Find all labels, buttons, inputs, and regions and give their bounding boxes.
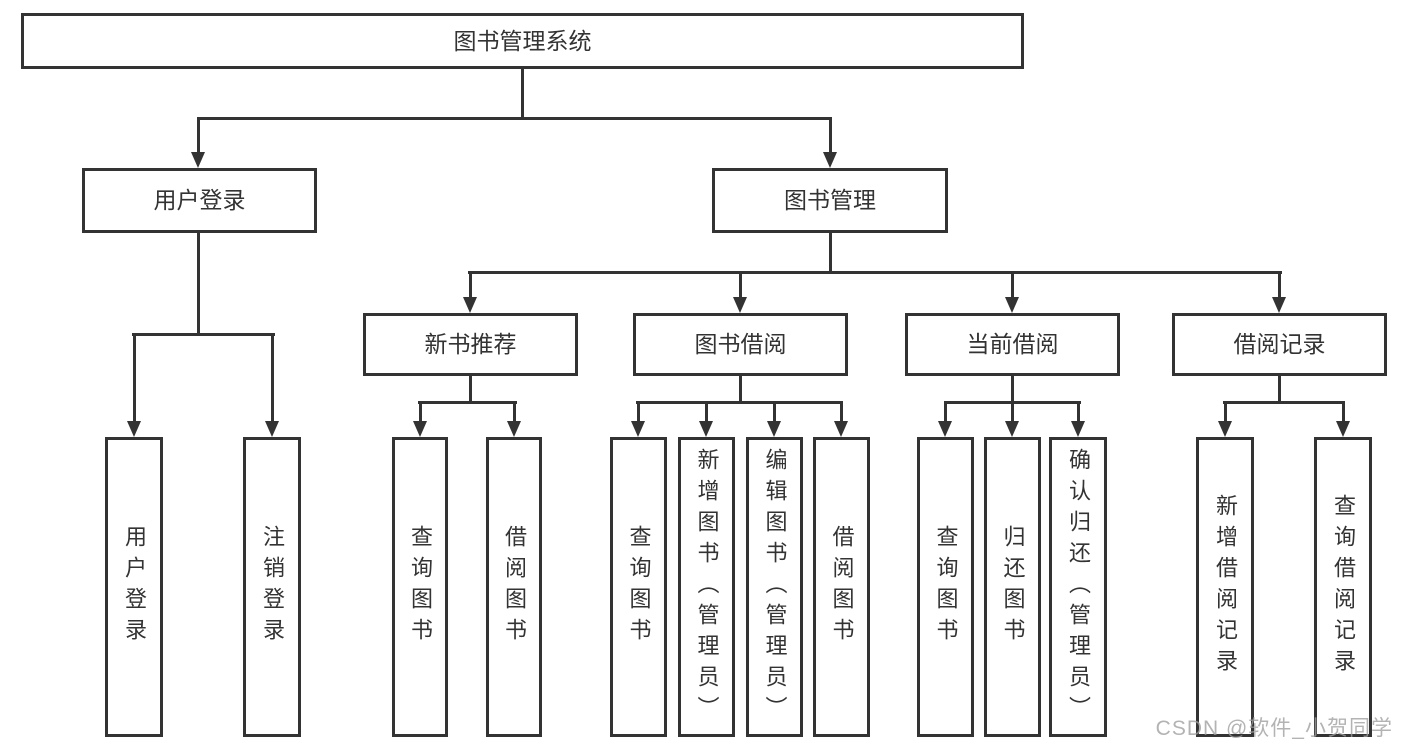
arrow-down-icon (463, 297, 477, 313)
connector-line (1077, 404, 1080, 423)
connector-line (271, 336, 274, 423)
leaf-edit-books-admin: 编辑图书（管理员） (746, 437, 803, 737)
arrow-down-icon (127, 421, 141, 437)
arrow-down-icon (733, 297, 747, 313)
leaf-add-books-admin: 新增图书（管理员） (678, 437, 735, 737)
connector-line (1278, 376, 1281, 404)
leaf-return-books: 归还图书 (984, 437, 1041, 737)
leaf-recommend-query-books: 查询图书 (392, 437, 448, 737)
arrow-down-icon (699, 421, 713, 437)
arrow-down-icon (1272, 297, 1286, 313)
arrow-down-icon (1005, 297, 1019, 313)
arrow-down-icon (1218, 421, 1232, 437)
arrow-down-icon (631, 421, 645, 437)
connector-line (1342, 404, 1345, 423)
connector-line (739, 274, 742, 300)
connector-line (197, 120, 200, 154)
arrow-down-icon (767, 421, 781, 437)
arrow-down-icon (265, 421, 279, 437)
leaf-query-borrow-record: 查询借阅记录 (1314, 437, 1372, 737)
connector-line (829, 120, 832, 154)
connector-line (739, 376, 742, 404)
connector-line (1223, 401, 1345, 404)
leaf-user-login: 用户登录 (105, 437, 163, 737)
leaf-add-borrow-record: 新增借阅记录 (1196, 437, 1254, 737)
csdn-watermark: CSDN @软件_小贺同学 (1155, 717, 1393, 740)
connector-line (132, 333, 275, 336)
leaf-logout: 注销登录 (243, 437, 301, 737)
connector-line (637, 404, 640, 423)
arrow-down-icon (1071, 421, 1085, 437)
connector-line (419, 404, 422, 423)
connector-line (469, 274, 472, 300)
connector-line (197, 233, 200, 336)
connector-line (1011, 376, 1014, 404)
node-book-borrowing: 图书借阅 (633, 313, 848, 376)
connector-line (469, 376, 472, 404)
connector-line (1011, 404, 1014, 423)
node-book-management: 图书管理 (712, 168, 948, 233)
node-current-borrowing: 当前借阅 (905, 313, 1120, 376)
leaf-confirm-return-admin: 确认归还（管理员） (1049, 437, 1107, 737)
connector-line (1011, 274, 1014, 300)
connector-line (1224, 404, 1227, 423)
arrow-down-icon (823, 152, 837, 168)
arrow-down-icon (1005, 421, 1019, 437)
arrow-down-icon (413, 421, 427, 437)
connector-line (418, 401, 517, 404)
connector-line (133, 336, 136, 423)
connector-line (773, 404, 776, 423)
connector-line (944, 401, 1081, 404)
leaf-borrowing-query-books: 查询图书 (610, 437, 667, 737)
node-user-login: 用户登录 (82, 168, 317, 233)
connector-line (513, 404, 516, 423)
connector-line (468, 271, 1282, 274)
leaf-current-query-books: 查询图书 (917, 437, 974, 737)
connector-line (197, 117, 832, 120)
connector-line (636, 401, 843, 404)
connector-line (829, 233, 832, 274)
node-borrowing-records: 借阅记录 (1172, 313, 1387, 376)
node-root-library-system: 图书管理系统 (21, 13, 1024, 69)
leaf-borrowing-borrow-books: 借阅图书 (813, 437, 870, 737)
leaf-recommend-borrow-books: 借阅图书 (486, 437, 542, 737)
connector-line (944, 404, 947, 423)
arrow-down-icon (1336, 421, 1350, 437)
connector-line (1278, 274, 1281, 300)
connector-line (705, 404, 708, 423)
arrow-down-icon (938, 421, 952, 437)
arrow-down-icon (507, 421, 521, 437)
connector-line (840, 404, 843, 423)
arrow-down-icon (834, 421, 848, 437)
arrow-down-icon (191, 152, 205, 168)
node-new-book-recommend: 新书推荐 (363, 313, 578, 376)
connector-line (521, 69, 524, 119)
